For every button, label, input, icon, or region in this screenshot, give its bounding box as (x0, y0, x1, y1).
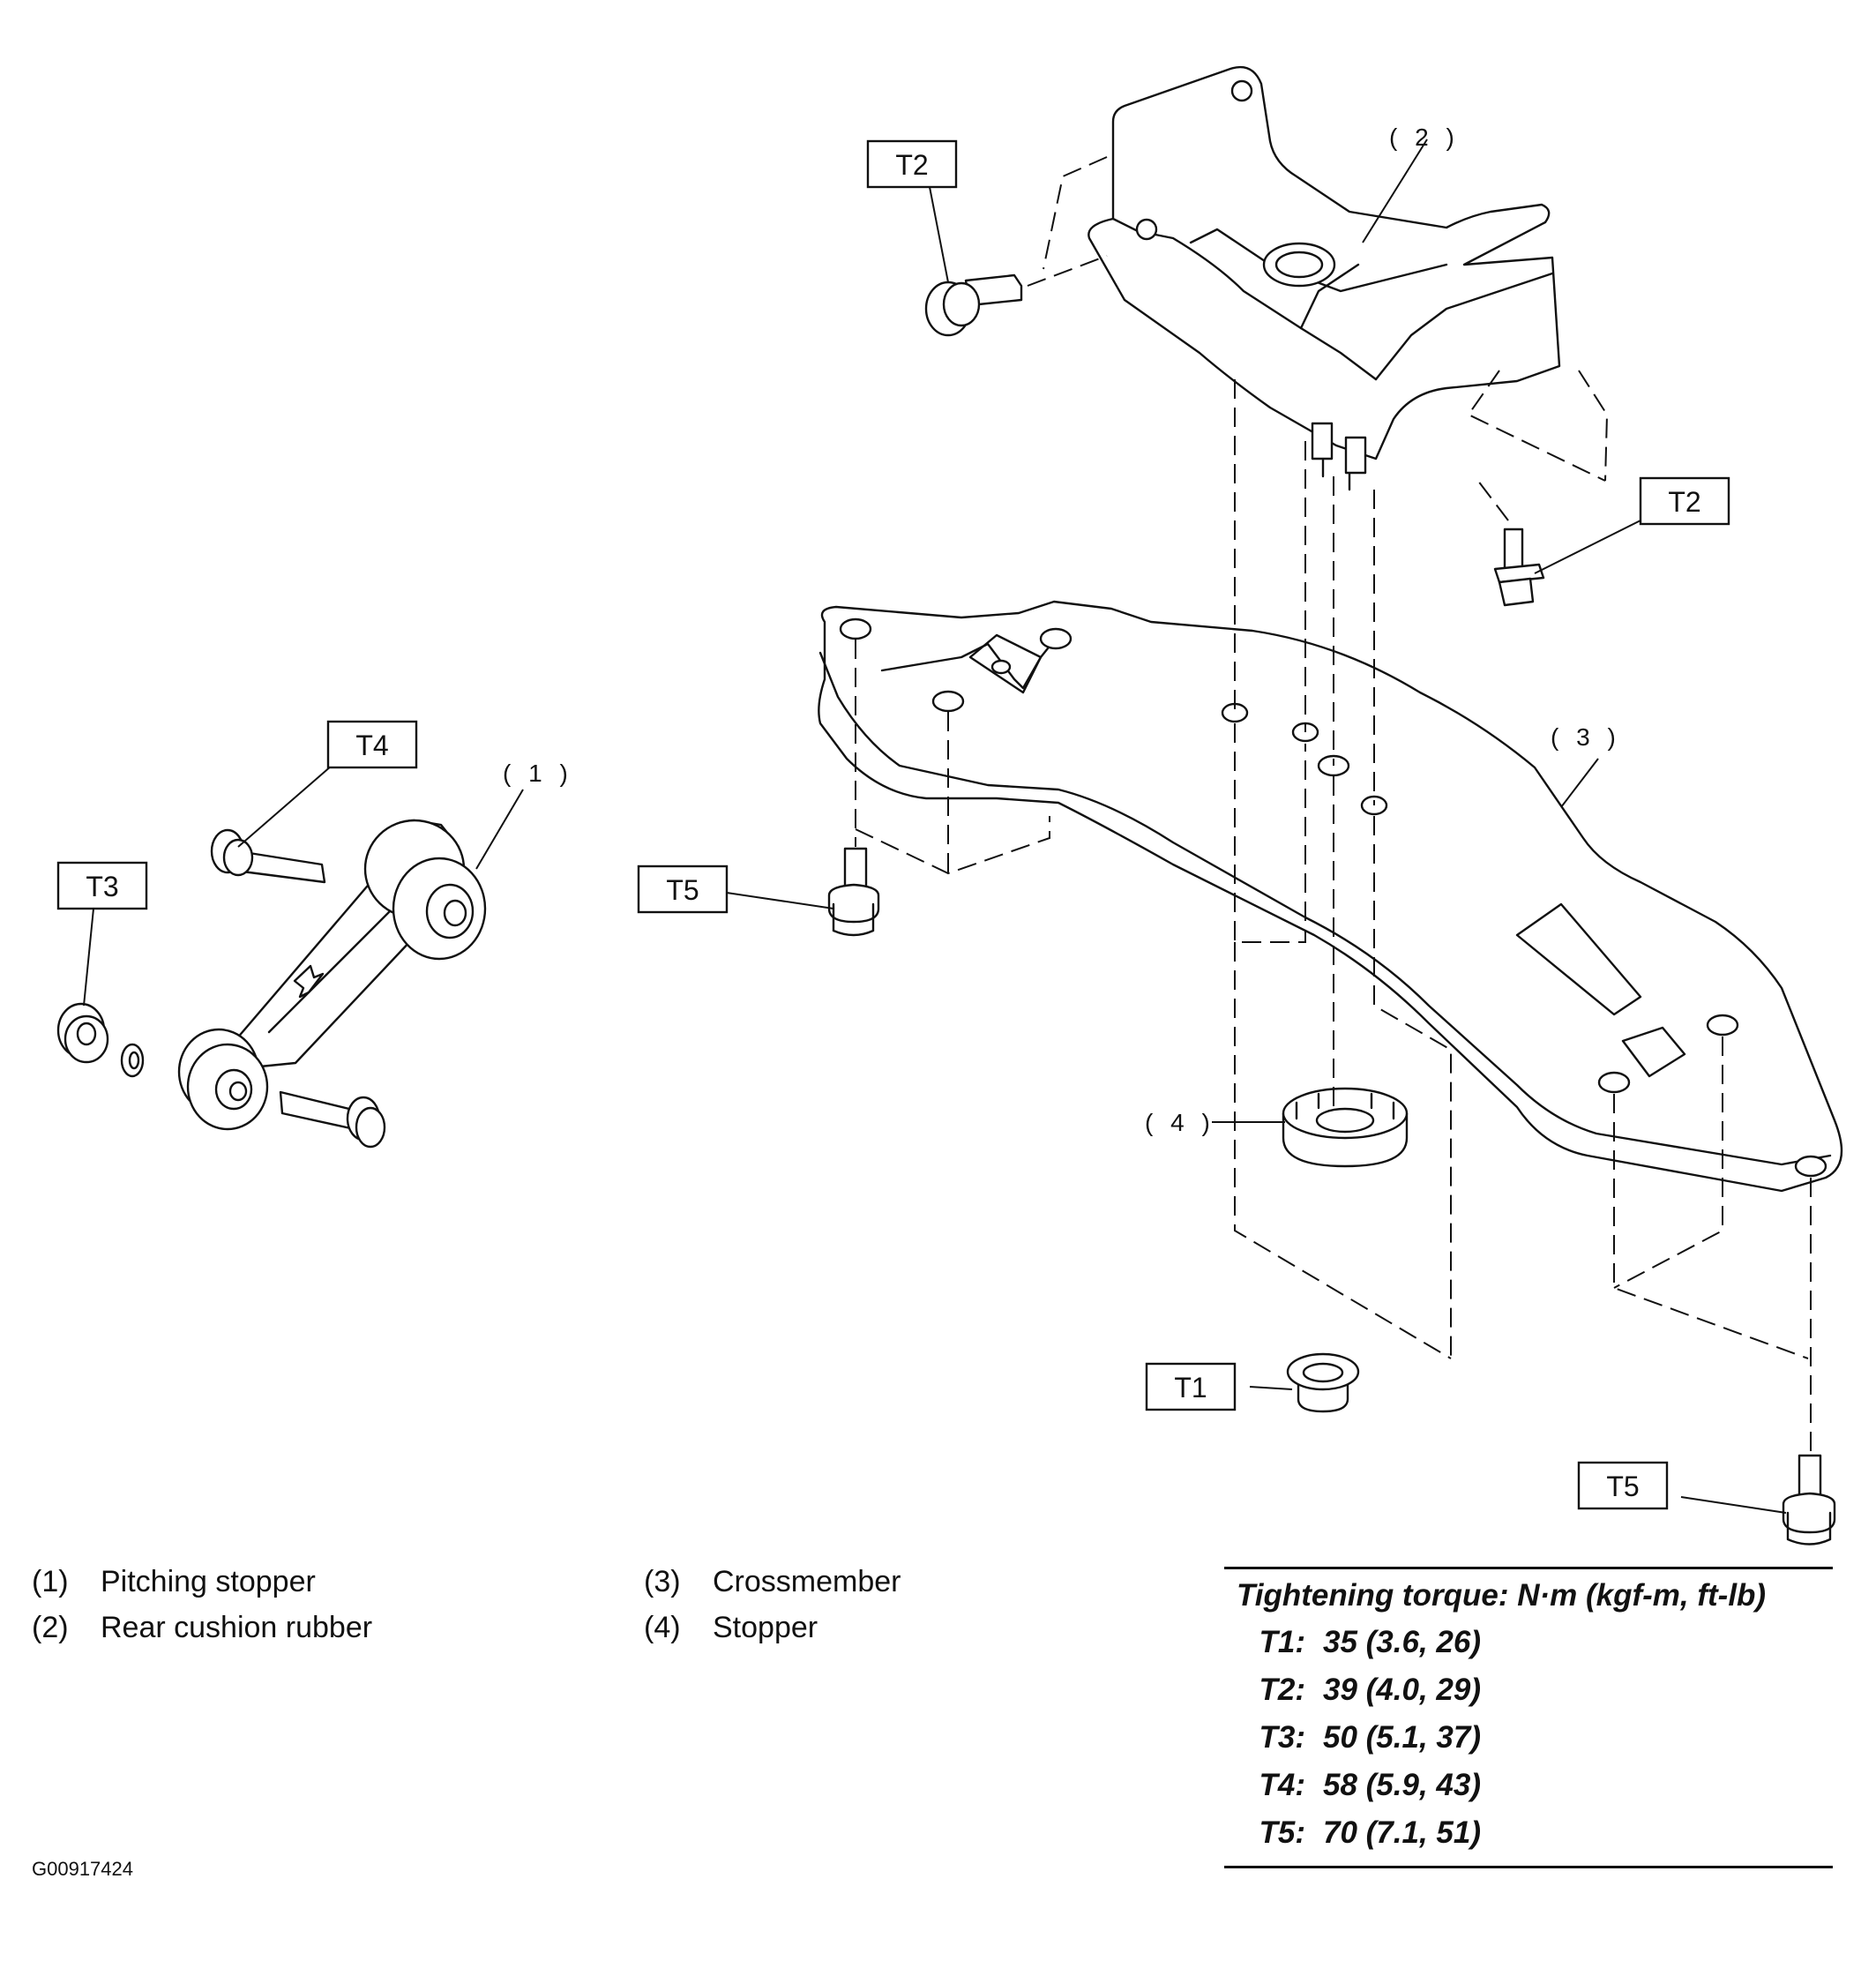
torque-key: T1: (1259, 1625, 1306, 1659)
diagram-id: G00917424 (32, 1858, 133, 1880)
legend-label: Pitching stopper (101, 1565, 316, 1598)
nut-t3 (56, 1002, 109, 1064)
torque-key: T3: (1259, 1720, 1306, 1755)
torque-tag-t4: T4 (326, 720, 418, 769)
torque-value: 39 (4.0, 29) (1323, 1673, 1481, 1707)
legend-number: (1) (32, 1565, 69, 1598)
nut-t1 (1286, 1352, 1360, 1413)
stopper (1282, 1087, 1409, 1168)
bolt-t5-left (827, 847, 880, 937)
legend-number: (3) (644, 1565, 681, 1598)
legend-label: Stopper (713, 1611, 818, 1644)
torque-row: T1: 35 (3.6, 26) (1224, 1619, 1833, 1666)
bolt-t2-right (1493, 528, 1545, 607)
torque-key: T5: (1259, 1815, 1306, 1850)
svg-text:T5: T5 (1606, 1471, 1639, 1502)
legend-item-pitching-stopper: (1) Pitching stopper (32, 1565, 316, 1599)
bolt-pitching-lower (279, 1090, 386, 1149)
callout-stopper: ( 4 ) (1145, 1109, 1215, 1136)
legend-item-stopper: (4) Stopper (644, 1611, 818, 1645)
legend-number: (2) (32, 1611, 69, 1644)
legend-item-crossmember: (3) Crossmember (644, 1565, 901, 1599)
torque-tag-t5-left: T5 (637, 864, 729, 914)
torque-value: 70 (7.1, 51) (1323, 1815, 1481, 1850)
table-rule-bottom (1224, 1866, 1833, 1868)
bolt-t2-top (924, 273, 1023, 337)
pitching-stopper (177, 819, 487, 1131)
legend-label: Rear cushion rubber (101, 1611, 373, 1644)
torque-row: T5: 70 (7.1, 51) (1224, 1809, 1833, 1857)
torque-row: T4: 58 (5.9, 43) (1224, 1762, 1833, 1809)
torque-value: 35 (3.6, 26) (1323, 1625, 1481, 1659)
torque-row: T3: 50 (5.1, 37) (1224, 1714, 1833, 1762)
bolt-t4 (210, 828, 326, 884)
torque-value: 58 (5.9, 43) (1323, 1768, 1481, 1802)
svg-text:T5: T5 (666, 874, 699, 906)
torque-tag-t2-right: T2 (1639, 476, 1730, 526)
svg-text:T1: T1 (1174, 1372, 1207, 1403)
torque-key: T4: (1259, 1768, 1306, 1802)
torque-value: 50 (5.1, 37) (1323, 1720, 1481, 1755)
torque-key: T2: (1259, 1673, 1306, 1707)
washer (120, 1043, 145, 1078)
legend-number: (4) (644, 1611, 681, 1644)
legend-item-rear-cushion-rubber: (2) Rear cushion rubber (32, 1611, 372, 1645)
torque-table-header: Tightening torque: N·m (kgf-m, ft-lb) (1237, 1578, 1767, 1613)
assembly-lines (855, 156, 1812, 1451)
svg-text:T2: T2 (895, 149, 928, 181)
torque-tag-t1: T1 (1145, 1362, 1237, 1411)
torque-row: T2: 39 (4.0, 29) (1224, 1666, 1833, 1714)
torque-tag-t2-top: T2 (866, 139, 958, 189)
svg-text:T4: T4 (355, 730, 388, 761)
callout-crossmember: ( 3 ) (1551, 723, 1621, 751)
svg-text:T3: T3 (86, 871, 118, 902)
torque-tag-t5-right: T5 (1577, 1461, 1669, 1510)
torque-table: Tightening torque: N·m (kgf-m, ft-lb) T1… (1224, 1567, 1833, 1868)
torque-tag-t3: T3 (56, 861, 148, 910)
crossmember (818, 600, 1843, 1193)
svg-text:T2: T2 (1668, 486, 1700, 518)
legend-label: Crossmember (713, 1565, 901, 1598)
callout-rear-cushion-rubber: ( 2 ) (1389, 123, 1460, 151)
table-rule-top (1224, 1567, 1833, 1569)
bolt-t5-right (1782, 1454, 1836, 1546)
rear-cushion-rubber (1087, 65, 1561, 491)
callout-pitching-stopper: ( 1 ) (503, 760, 573, 787)
leader-lines (83, 138, 1787, 1514)
